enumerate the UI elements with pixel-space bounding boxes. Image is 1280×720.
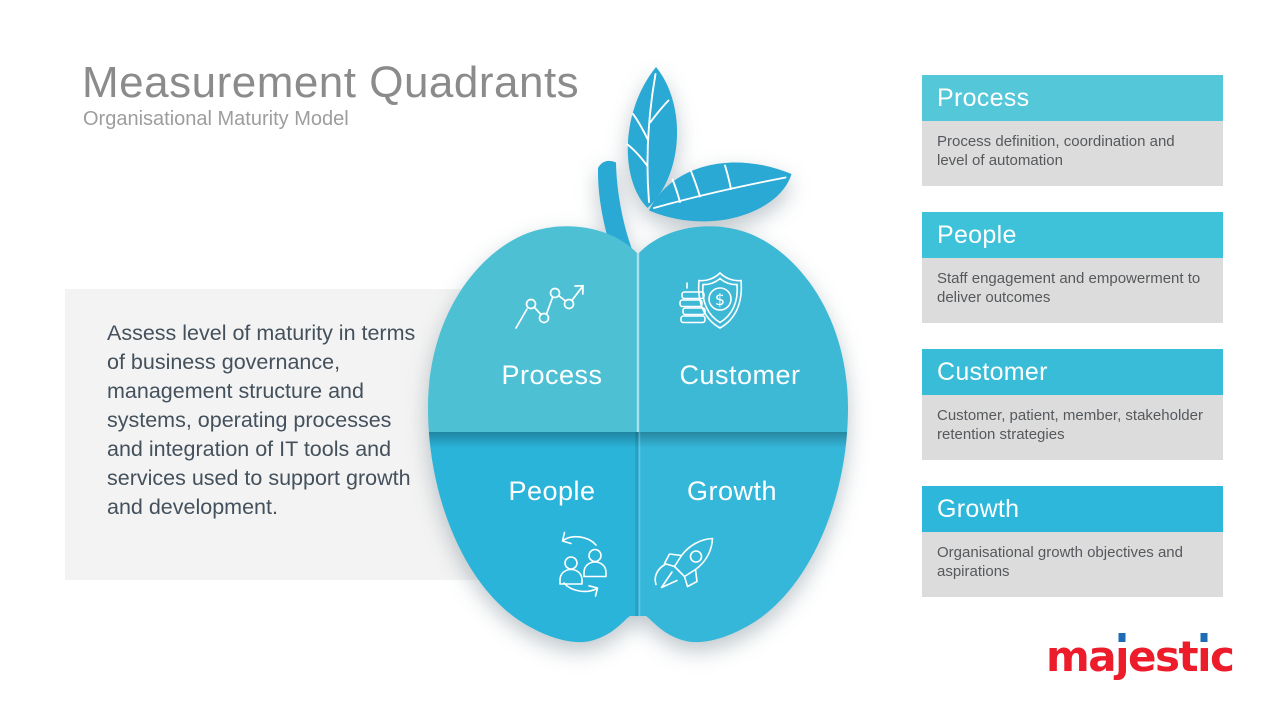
card-growth-title: Growth — [922, 486, 1223, 532]
description-panel: Assess level of maturity in terms of bus… — [65, 289, 485, 580]
leaf-veins — [653, 164, 787, 209]
quadrant-split-shadow — [428, 432, 848, 448]
quadrant-label-process: Process — [501, 360, 603, 390]
card-customer-description: Customer, patient, member, stakeholder r… — [922, 395, 1223, 460]
slide-title: Measurement Quadrants — [82, 58, 580, 107]
majestic-logo: maȷestıc — [1046, 636, 1235, 678]
card-growth: Growth Organisational growth objectives … — [922, 486, 1223, 597]
logo-segment: c — [1209, 632, 1235, 681]
quadrant-growth-fill — [638, 432, 848, 643]
logo-segment: est — [1128, 632, 1199, 681]
card-people-description: Staff engagement and empowerment to deli… — [922, 258, 1223, 323]
seam-vertical-bottom — [635, 432, 639, 643]
seam-vertical-top — [636, 226, 640, 432]
people-sync-icon — [559, 531, 607, 597]
quadrant-label-growth: Growth — [686, 476, 778, 506]
card-people: People Staff engagement and empowerment … — [922, 212, 1223, 323]
quadrant-label-people: People — [508, 476, 596, 506]
rocket-icon — [654, 537, 714, 589]
description-text: Assess level of maturity in terms of bus… — [107, 321, 416, 519]
card-growth-description: Organisational growth objectives and asp… — [922, 532, 1223, 597]
apple-quadrant-diagram: $ — [428, 67, 848, 643]
leaf-veins — [626, 73, 670, 203]
dollar-glyph: $ — [715, 290, 725, 309]
apple-leaf-upright — [626, 67, 678, 208]
card-process: Process Process definition, coordination… — [922, 75, 1223, 186]
apple-leaf-side — [649, 162, 792, 222]
logo-segment: ma — [1046, 632, 1117, 681]
logo-i-blue-dot: ı — [1197, 632, 1211, 681]
card-customer: Customer Customer, patient, member, stak… — [922, 349, 1223, 460]
cards-panel: Process Process definition, coordination… — [922, 75, 1223, 623]
quadrant-people-fill — [428, 432, 638, 643]
card-customer-title: Customer — [922, 349, 1223, 395]
card-process-title: Process — [922, 75, 1223, 121]
line-chart-arrow-icon — [515, 284, 584, 329]
card-process-description: Process definition, coordination and lev… — [922, 121, 1223, 186]
card-people-title: People — [922, 212, 1223, 258]
seam-vertical-bottom-highlight — [638, 432, 641, 643]
shield-dollar-icon: $ — [679, 271, 743, 329]
apple-stem-shape — [597, 160, 633, 257]
slide-subtitle: Organisational Maturity Model — [83, 108, 349, 130]
quadrant-label-customer: Customer — [679, 360, 801, 390]
logo-j-blue-dot: ȷ — [1115, 632, 1129, 681]
